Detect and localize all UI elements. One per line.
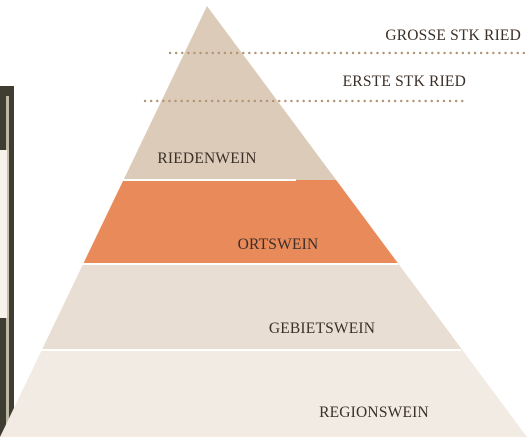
label-grosse-stk-ried: GROSSE STK RIED	[385, 27, 521, 44]
label-riedenwein: RIEDENWEIN	[157, 150, 256, 167]
bottle-label-edge	[7, 150, 9, 318]
bottle-label	[0, 150, 8, 318]
label-gebietswein: GEBIETSWEIN	[269, 320, 375, 337]
band-separators	[37, 179, 461, 351]
level-labels: GROSSE STK RIED ERSTE STK RIED RIEDENWEI…	[157, 27, 521, 421]
label-ortswein: ORTSWEIN	[238, 236, 319, 253]
band-regionswein	[0, 350, 527, 437]
wine-bottle-icon	[0, 86, 14, 437]
label-regionswein: REGIONSWEIN	[319, 404, 429, 421]
label-erste-stk-ried: ERSTE STK RIED	[343, 73, 466, 90]
band-gebietswein	[0, 264, 527, 350]
dotted-lines	[143, 51, 526, 103]
